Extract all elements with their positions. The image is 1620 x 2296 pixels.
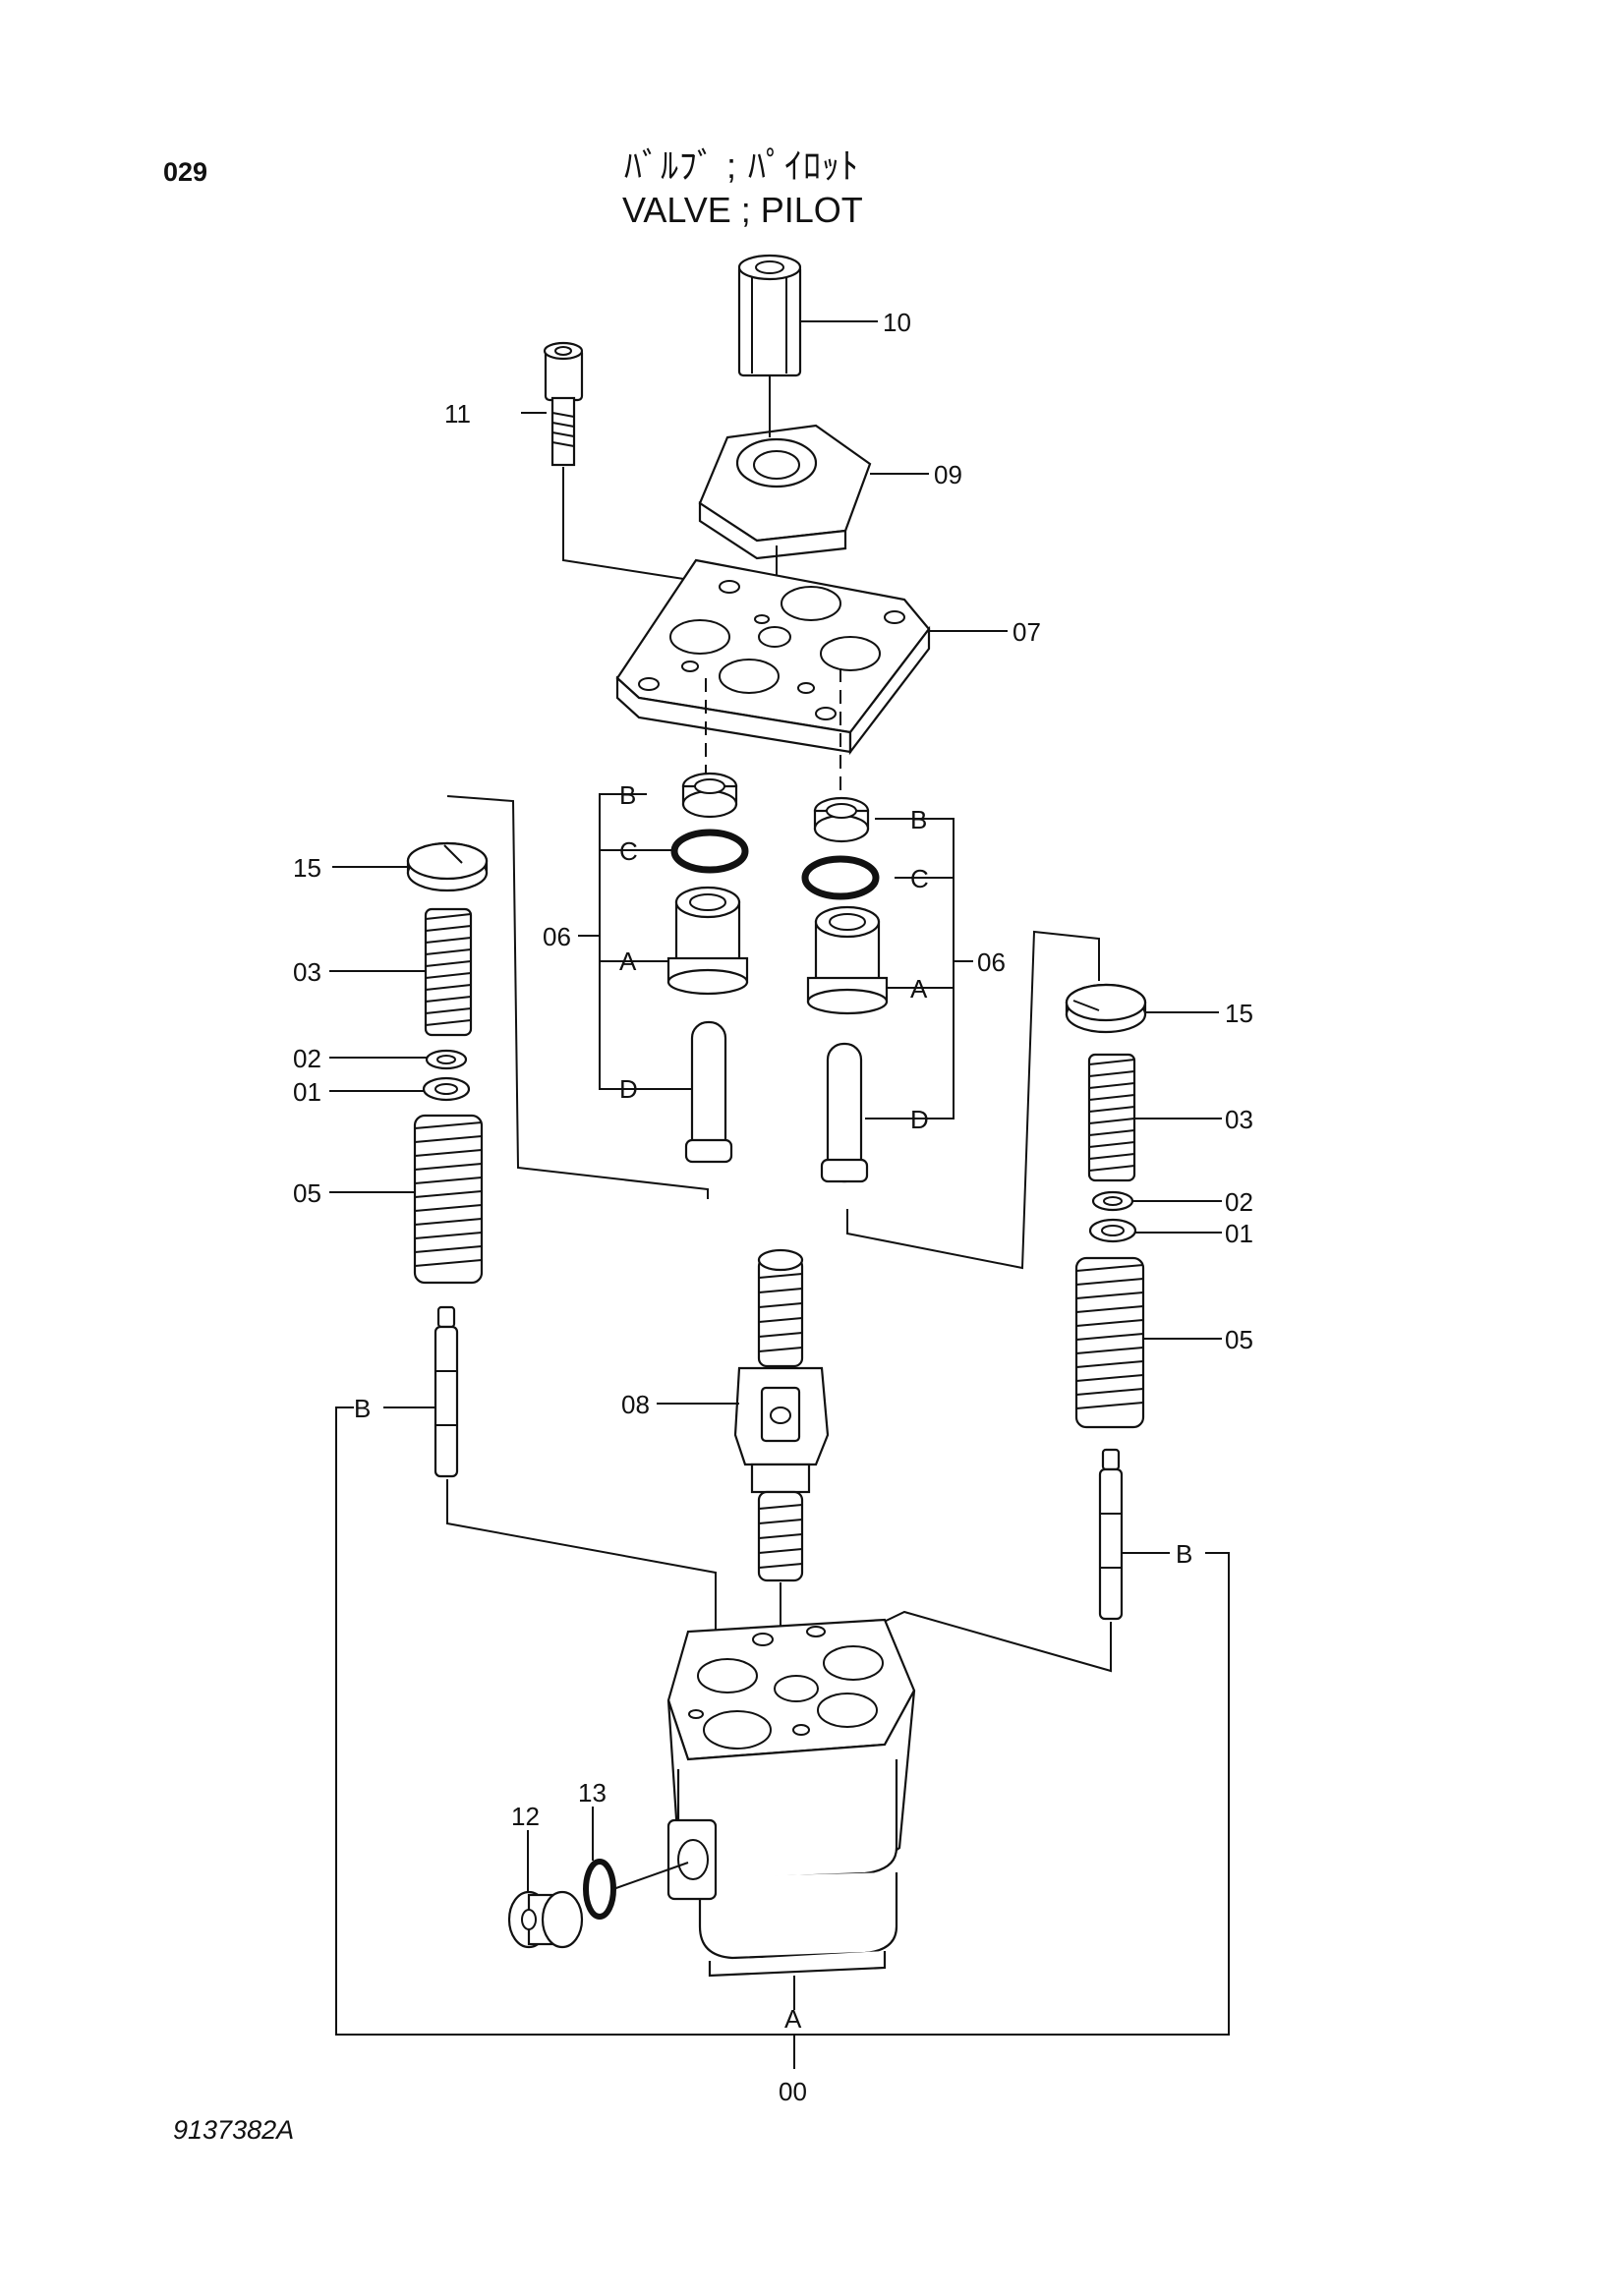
part-10-coupling — [737, 254, 878, 377]
part-03-left-spring — [329, 907, 473, 1037]
page-number: 029 — [163, 157, 208, 187]
callout-d-right: D — [910, 1105, 929, 1134]
callout-09: 09 — [934, 460, 962, 489]
callout-11: 11 — [444, 399, 471, 429]
callout-c-right: C — [910, 864, 929, 893]
callout-15-left: 15 — [293, 853, 321, 883]
callout-06-left: 06 — [543, 922, 571, 951]
callout-b-pin-left: B — [354, 1394, 371, 1423]
callout-b-right: B — [910, 805, 927, 834]
callout-13: 13 — [578, 1778, 607, 1808]
right-pin-b — [1098, 1448, 1170, 1621]
part-11-bolt — [521, 341, 584, 467]
part-08-shaft — [657, 1248, 830, 1582]
callout-05-right: 05 — [1225, 1325, 1253, 1354]
part-02-left-washer — [329, 1049, 468, 1070]
callout-b-left: B — [619, 780, 636, 810]
left-pin-b — [383, 1305, 459, 1478]
callout-06-right: 06 — [977, 947, 1006, 977]
part-02-right-washer — [1091, 1190, 1222, 1212]
part-07-plate — [615, 558, 1008, 756]
callout-02-left: 02 — [293, 1044, 321, 1073]
callout-08: 08 — [621, 1390, 650, 1419]
drawing-number: 9137382A — [173, 2115, 295, 2145]
part-01-right-shim — [1088, 1218, 1222, 1243]
part-00-valve-body — [666, 1618, 916, 1978]
callout-01-right: 01 — [1225, 1219, 1253, 1248]
part-06-left-assembly — [446, 772, 749, 1199]
callout-a-left: A — [619, 947, 637, 976]
callout-03-left: 03 — [293, 957, 321, 987]
callout-02-right: 02 — [1225, 1187, 1253, 1217]
part-01-left-shim — [329, 1076, 471, 1102]
callout-10: 10 — [883, 308, 911, 337]
title-english: VALVE ; PILOT — [622, 190, 863, 230]
callout-01-left: 01 — [293, 1077, 321, 1107]
callout-12: 12 — [511, 1802, 540, 1831]
part-05-right-spring — [1074, 1256, 1222, 1429]
part-15-right-washer — [1065, 983, 1219, 1034]
callout-00: 00 — [779, 2077, 807, 2106]
part-05-left-spring — [329, 1114, 484, 1285]
callout-07: 07 — [1012, 617, 1041, 647]
part-03-right-spring — [1087, 1053, 1222, 1182]
part-12-plug — [507, 1830, 584, 1949]
callout-15-right: 15 — [1225, 999, 1253, 1028]
callout-05-left: 05 — [293, 1178, 321, 1208]
callout-a-body: A — [784, 2004, 802, 2034]
callout-c-left: C — [619, 836, 638, 866]
part-15-left-washer — [332, 841, 489, 892]
callout-a-right: A — [910, 974, 928, 1004]
callout-d-left: D — [619, 1074, 638, 1104]
callout-03-right: 03 — [1225, 1105, 1253, 1134]
title-japanese: ﾊﾞﾙﾌﾞ ; ﾊﾟｲﾛｯﾄ — [624, 145, 860, 186]
part-09-flange — [698, 424, 929, 560]
part-13-o-ring — [583, 1807, 689, 1920]
part-06-right-assembly — [801, 796, 1100, 1270]
callout-b-pin-right: B — [1176, 1539, 1192, 1569]
